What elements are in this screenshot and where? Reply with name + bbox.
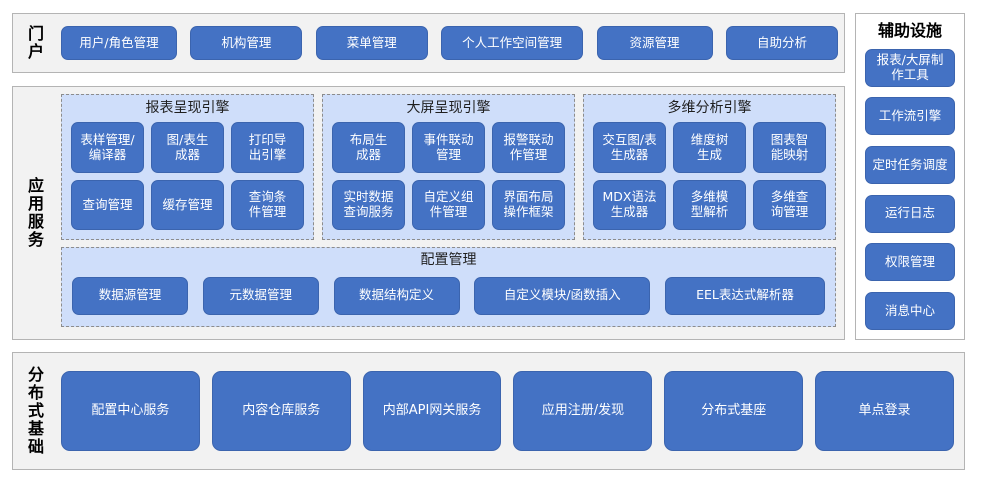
aux-item-report-screen-authoring-tool[interactable]: 报表/大屏制 作工具 (865, 48, 955, 87)
report-rendering-engine-grid: 表样管理/ 编译器 图/表生 成器 打印导 出引擎 查询管理 缓存管理 查询条 … (71, 122, 304, 230)
config-item-metadata-management[interactable]: 元数据管理 (202, 276, 319, 315)
olap-engine-item-mdx-syntax-generator[interactable]: MDX语法 生成器 (593, 179, 666, 230)
olap-engine-item-dimension-tree-generation[interactable]: 维度树 生成 (673, 122, 746, 173)
distributed-infrastructure-band: 分布式基础 配置中心服务 内容仓库服务 内部API网关服务 应用注册/发现 分布… (12, 352, 965, 470)
distributed-infrastructure-band-label-text: 分布式基础 (27, 365, 44, 456)
configuration-management-row: 数据源管理 元数据管理 数据结构定义 自定义模块/函数插入 EEL表达式解析器 (72, 273, 825, 318)
aux-item-runtime-log[interactable]: 运行日志 (865, 194, 955, 233)
report-engine-item-print-export-engine[interactable]: 打印导 出引擎 (231, 122, 304, 173)
report-engine-item-template-management-compiler[interactable]: 表样管理/ 编译器 (71, 122, 144, 173)
portal-band-label: 门户 (13, 14, 59, 72)
portal-item-resource-management[interactable]: 资源管理 (596, 26, 713, 60)
multidimensional-analysis-engine-grid: 交互图/表 生成器 维度树 生成 图表智 能映射 MDX语法 生成器 多维模 型… (593, 122, 826, 230)
portal-item-personal-workspace-management[interactable]: 个人工作空间管理 (441, 26, 584, 60)
configuration-management-box: 配置管理 数据源管理 元数据管理 数据结构定义 自定义模块/函数插入 EEL表达… (61, 247, 836, 327)
screen-engine-item-event-linkage-management[interactable]: 事件联动 管理 (412, 122, 485, 173)
portal-band: 门户 用户/角色管理 机构管理 菜单管理 个人工作空间管理 资源管理 自助分析 (12, 13, 845, 73)
screen-engine-item-custom-component-management[interactable]: 自定义组 件管理 (412, 179, 485, 230)
screen-engine-item-ui-layout-operation-framework[interactable]: 界面布局 操作框架 (492, 179, 565, 230)
portal-band-body: 用户/角色管理 机构管理 菜单管理 个人工作空间管理 资源管理 自助分析 (59, 14, 844, 72)
distributed-infrastructure-band-body: 配置中心服务 内容仓库服务 内部API网关服务 应用注册/发现 分布式基座 单点… (59, 353, 964, 469)
application-service-band-label: 应用服务 (13, 87, 59, 339)
screen-engine-item-alarm-linkage-action-management[interactable]: 报警联动 作管理 (492, 122, 565, 173)
aux-item-scheduled-task-scheduling[interactable]: 定时任务调度 (865, 145, 955, 184)
application-service-band: 应用服务 报表呈现引擎 表样管理/ 编译器 图/表生 成器 打印导 出引擎 查询… (12, 86, 845, 340)
infra-item-config-center-service[interactable]: 配置中心服务 (61, 371, 200, 451)
portal-item-org-management[interactable]: 机构管理 (190, 26, 303, 60)
auxiliary-facilities-title: 辅助设施 (877, 21, 942, 40)
config-item-custom-module-function-insertion[interactable]: 自定义模块/函数插入 (474, 276, 651, 315)
olap-engine-item-multidimensional-query-management[interactable]: 多维查 询管理 (753, 179, 826, 230)
engine-row: 报表呈现引擎 表样管理/ 编译器 图/表生 成器 打印导 出引擎 查询管理 缓存… (61, 94, 836, 240)
portal-item-self-service-analysis[interactable]: 自助分析 (725, 26, 838, 60)
distributed-infrastructure-band-label: 分布式基础 (13, 353, 59, 469)
large-screen-rendering-engine-box: 大屏呈现引擎 布局生 成器 事件联动 管理 报警联动 作管理 实时数据 查询服务… (322, 94, 575, 240)
config-item-datasource-management[interactable]: 数据源管理 (72, 276, 188, 315)
olap-engine-item-chart-smart-mapping[interactable]: 图表智 能映射 (753, 122, 826, 173)
report-rendering-engine-box: 报表呈现引擎 表样管理/ 编译器 图/表生 成器 打印导 出引擎 查询管理 缓存… (61, 94, 314, 240)
auxiliary-facilities-panel: 辅助设施 报表/大屏制 作工具 工作流引擎 定时任务调度 运行日志 权限管理 消… (855, 13, 965, 340)
aux-item-workflow-engine[interactable]: 工作流引擎 (865, 97, 955, 136)
auxiliary-facilities-list: 报表/大屏制 作工具 工作流引擎 定时任务调度 运行日志 权限管理 消息中心 (865, 48, 955, 330)
portal-item-user-role-management[interactable]: 用户/角色管理 (61, 26, 177, 60)
application-service-band-label-text: 应用服务 (27, 176, 44, 249)
portal-band-label-text: 门户 (27, 24, 44, 61)
infra-item-application-registration-discovery[interactable]: 应用注册/发现 (513, 371, 653, 451)
olap-engine-item-multidimensional-model-parsing[interactable]: 多维模 型解析 (673, 179, 746, 230)
large-screen-rendering-engine-title: 大屏呈现引擎 (406, 100, 491, 116)
application-service-band-body: 报表呈现引擎 表样管理/ 编译器 图/表生 成器 打印导 出引擎 查询管理 缓存… (59, 87, 844, 339)
multidimensional-analysis-engine-title: 多维分析引擎 (667, 100, 752, 116)
multidimensional-analysis-engine-box: 多维分析引擎 交互图/表 生成器 维度树 生成 图表智 能映射 MDX语法 生成… (583, 94, 836, 240)
config-item-data-structure-definition[interactable]: 数据结构定义 (333, 276, 460, 315)
aux-item-message-center[interactable]: 消息中心 (865, 291, 955, 330)
infra-item-distributed-base[interactable]: 分布式基座 (664, 371, 804, 451)
large-screen-rendering-engine-grid: 布局生 成器 事件联动 管理 报警联动 作管理 实时数据 查询服务 自定义组 件… (332, 122, 565, 230)
infra-item-single-sign-on[interactable]: 单点登录 (815, 371, 954, 451)
portal-item-menu-management[interactable]: 菜单管理 (315, 26, 428, 60)
screen-engine-item-layout-generator[interactable]: 布局生 成器 (332, 122, 405, 173)
report-engine-item-cache-management[interactable]: 缓存管理 (151, 179, 224, 230)
infra-item-content-repository-service[interactable]: 内容仓库服务 (211, 371, 351, 451)
report-engine-item-query-condition-management[interactable]: 查询条 件管理 (231, 179, 304, 230)
olap-engine-item-interactive-chart-table-generator[interactable]: 交互图/表 生成器 (593, 122, 666, 173)
aux-item-permission-management[interactable]: 权限管理 (865, 243, 955, 282)
config-item-eel-expression-parser[interactable]: EEL表达式解析器 (665, 276, 825, 315)
report-engine-item-chart-table-generator[interactable]: 图/表生 成器 (151, 122, 224, 173)
configuration-management-title: 配置管理 (420, 252, 477, 268)
infra-item-internal-api-gateway-service[interactable]: 内部API网关服务 (362, 371, 502, 451)
report-rendering-engine-title: 报表呈现引擎 (145, 100, 230, 116)
screen-engine-item-realtime-data-query-service[interactable]: 实时数据 查询服务 (332, 179, 405, 230)
report-engine-item-query-management[interactable]: 查询管理 (71, 179, 144, 230)
